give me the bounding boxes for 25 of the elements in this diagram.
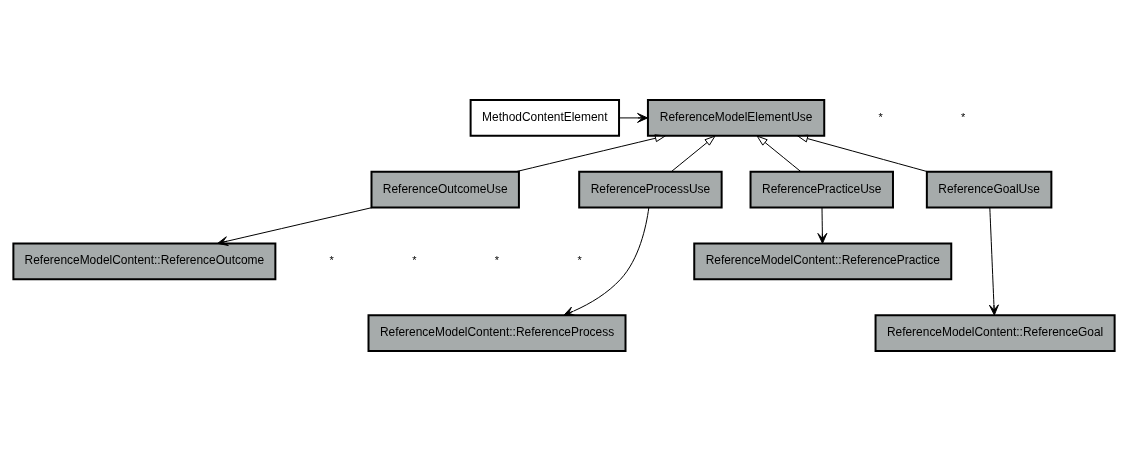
arrow xyxy=(618,112,648,123)
node-box: ReferenceModelContent::ReferencePractice xyxy=(693,241,953,280)
node-box: ReferenceModelContent::ReferenceOutcome xyxy=(12,241,277,280)
label: * xyxy=(329,253,334,266)
node-box: ReferenceProcessUse xyxy=(578,170,723,209)
node-box: ReferenceOutcomeUse xyxy=(370,170,520,209)
label: * xyxy=(412,253,417,266)
arrow xyxy=(515,133,666,172)
arrow xyxy=(756,135,802,172)
node-box: MethodContentElement xyxy=(469,98,621,137)
arrow xyxy=(797,134,928,172)
arrow xyxy=(217,206,373,246)
node-box: ReferenceModelContent::ReferenceProcess xyxy=(367,313,627,352)
label: * xyxy=(878,110,883,123)
label: * xyxy=(577,253,582,266)
node-box: ReferenceGoalUse xyxy=(925,170,1053,209)
arrow xyxy=(817,206,828,244)
arrow xyxy=(988,206,999,315)
node-box: ReferenceModelContent::ReferenceGoal xyxy=(874,313,1116,352)
node-box: ReferenceModelElementUse xyxy=(646,98,826,137)
arrow xyxy=(563,206,650,316)
label: * xyxy=(961,110,966,123)
label: * xyxy=(494,253,500,266)
node-box: ReferencePracticeUse xyxy=(749,170,894,209)
arrow xyxy=(670,135,716,172)
